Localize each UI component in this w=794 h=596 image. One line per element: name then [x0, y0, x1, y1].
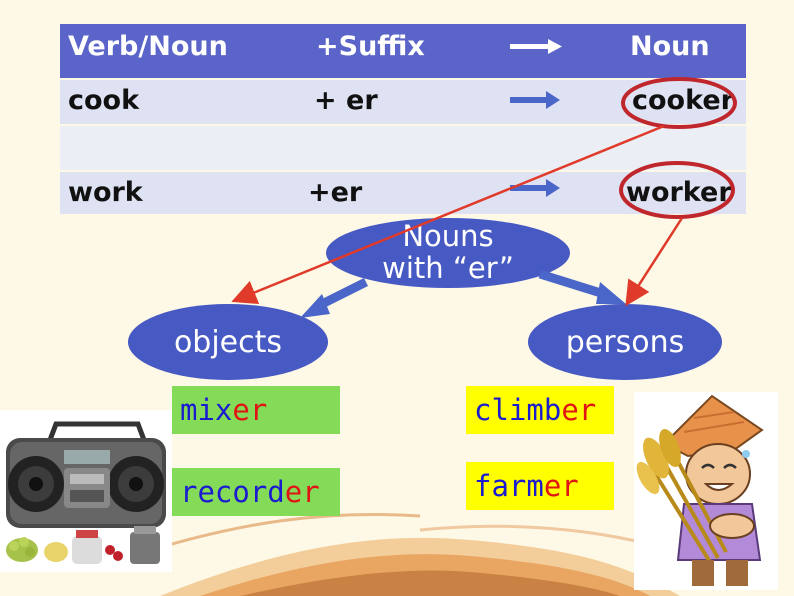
red-arrow — [625, 217, 684, 307]
header-noun: Noun — [630, 31, 710, 62]
word-stem: farm — [474, 469, 544, 503]
cell-verb: cook — [68, 85, 140, 116]
cell-suffix: +er — [308, 177, 363, 208]
word-stem: mix — [180, 393, 233, 427]
blue-arrow — [538, 269, 626, 304]
objects-node: objects — [128, 304, 328, 380]
table-header-row: Verb/Noun +Suffix Noun — [60, 24, 746, 78]
nouns-with-er-node: Nouns with “er” — [326, 218, 570, 288]
word-suffix: er — [561, 393, 597, 427]
node-line-2: with “er” — [382, 251, 514, 285]
boombox-image — [0, 410, 172, 572]
cell-verb: work — [68, 177, 143, 208]
persons-label: persons — [565, 324, 685, 360]
table-row: cook + er cooker — [60, 80, 746, 124]
table-row: work +er worker — [60, 172, 746, 214]
suffix-table: Verb/Noun +Suffix Noun cook + er cooker … — [60, 24, 746, 214]
word-suffix: er — [232, 393, 268, 427]
objects-label: objects — [173, 324, 283, 360]
header-verb-noun: Verb/Noun — [68, 31, 228, 62]
farmer-image — [634, 392, 778, 590]
node-line-1: Nouns — [402, 219, 494, 254]
word-suffix: er — [543, 469, 579, 503]
cell-noun: worker — [626, 177, 732, 208]
blue-arrow — [300, 277, 369, 318]
word-stem: record — [180, 475, 285, 509]
cell-noun: cooker — [632, 85, 734, 116]
cell-suffix: + er — [314, 85, 378, 116]
header-suffix: +Suffix — [316, 31, 425, 62]
persons-node: persons — [528, 304, 722, 380]
word-suffix: er — [284, 475, 320, 509]
table-row — [60, 126, 746, 170]
word-stem: climb — [474, 393, 562, 427]
